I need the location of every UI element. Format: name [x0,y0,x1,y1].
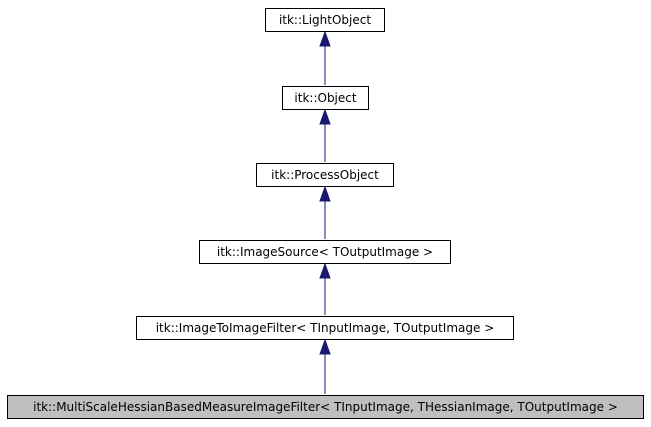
edge-object-to-lightobject [319,30,331,85]
node-object[interactable]: itk::Object [282,86,369,110]
node-processobject[interactable]: itk::ProcessObject [256,163,394,187]
node-multiscalehessianbasedmeasureimagefilter: itk::MultiScaleHessianBasedMeasureImageF… [7,395,644,419]
edge-imagetoimagefilter-to-imagesource [319,262,331,315]
edge-processobject-to-object [319,108,331,162]
node-imagetoimagefilter[interactable]: itk::ImageToImageFilter< TInputImage, TO… [136,316,514,340]
node-imagesource[interactable]: itk::ImageSource< TOutputImage > [199,240,451,264]
node-lightobject[interactable]: itk::LightObject [265,8,385,32]
edge-imagesource-to-processobject [319,185,331,239]
edge-multiscalehessian-to-imagetoimagefilter [319,338,331,394]
